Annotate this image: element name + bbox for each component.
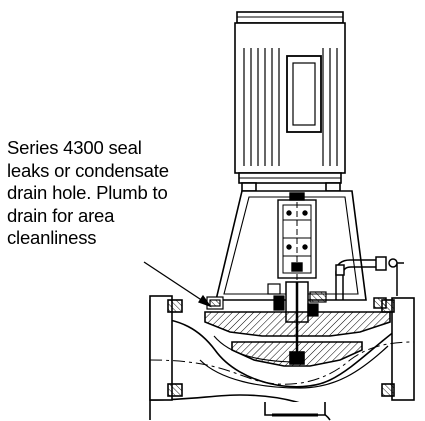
motor <box>234 11 346 184</box>
seal-drain-callout: Series 4300 seal leaks or condensate dra… <box>7 137 222 250</box>
outlet-flange <box>391 297 415 401</box>
drain-hole <box>206 296 224 310</box>
vent-piping <box>335 256 404 309</box>
callout-line-5: cleanliness <box>7 227 97 248</box>
vent-valve <box>375 256 387 271</box>
callout-leader-arrow <box>143 261 212 308</box>
callout-line-4: drain for area <box>7 204 115 226</box>
callout-line-2: leaks or condensate <box>7 159 169 181</box>
flow-centerline <box>149 341 415 385</box>
shaft-coupling <box>277 192 317 300</box>
callout-line-1: Series 4300 seal <box>7 137 142 158</box>
casing-cover <box>204 311 391 337</box>
motor-cooling-fins <box>243 48 338 166</box>
callout-line-3: drain hole. Plumb to <box>7 182 168 203</box>
pump-casing <box>149 295 415 421</box>
